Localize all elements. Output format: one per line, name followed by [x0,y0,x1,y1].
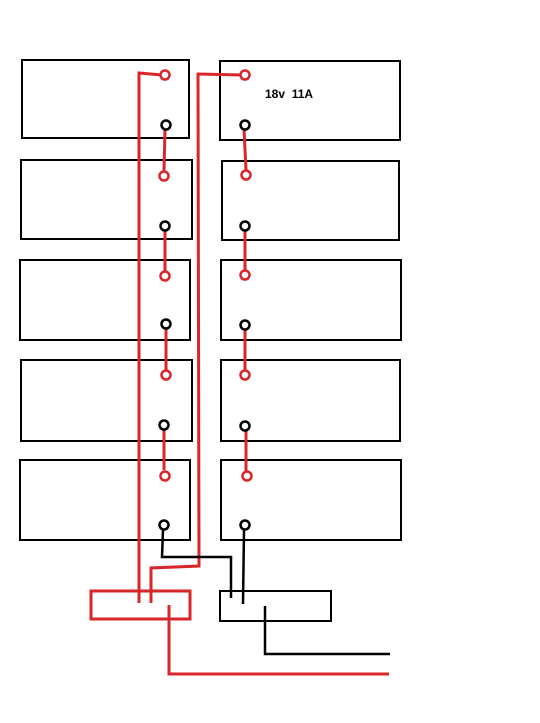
terminal-positive [159,69,171,81]
terminal-positive [159,270,171,282]
terminal-positive [239,69,251,81]
terminal-negative [239,519,251,531]
right-battery-2 [221,160,400,241]
left-negative-lead [160,529,233,598]
terminal-positive [239,369,251,381]
right-positive-lead [149,72,244,603]
left-battery-2 [20,159,193,240]
terminal-negative [159,220,171,232]
terminal-negative [239,319,251,331]
left-positive-lead [137,71,163,603]
left-battery-3 [19,259,191,341]
right-negative-lead [241,529,246,605]
negative-combiner-box [219,590,332,622]
positive-combiner-box [89,589,192,621]
terminal-negative [239,220,251,232]
left-battery-5 [19,459,191,541]
terminal-positive [240,169,252,181]
terminal-negative [239,420,251,432]
terminal-positive [239,269,251,281]
terminal-positive [160,369,172,381]
positive-terminals [158,69,253,482]
terminal-negative [158,519,170,531]
positive-leads [137,71,389,676]
right-battery-3 [220,259,402,341]
terminal-negative [239,119,251,131]
terminal-positive [159,470,171,482]
right-battery-5 [220,459,402,541]
right-battery-column [219,60,402,541]
terminal-positive [158,170,170,182]
right-battery-4 [220,359,401,442]
terminal-negative [160,318,172,330]
positive-output-wire [167,605,389,676]
left-battery-1 [21,59,190,139]
left-battery-column [19,59,193,541]
terminal-positive [241,470,253,482]
series-links [162,128,248,471]
negative-output-wire [263,606,390,656]
left-battery-4 [20,359,193,442]
terminal-negative [160,119,172,131]
negative-terminals [158,119,251,531]
terminal-negative [158,419,170,431]
battery-rating-label: 18v 11A [265,87,313,101]
right-battery-1 [219,60,401,141]
